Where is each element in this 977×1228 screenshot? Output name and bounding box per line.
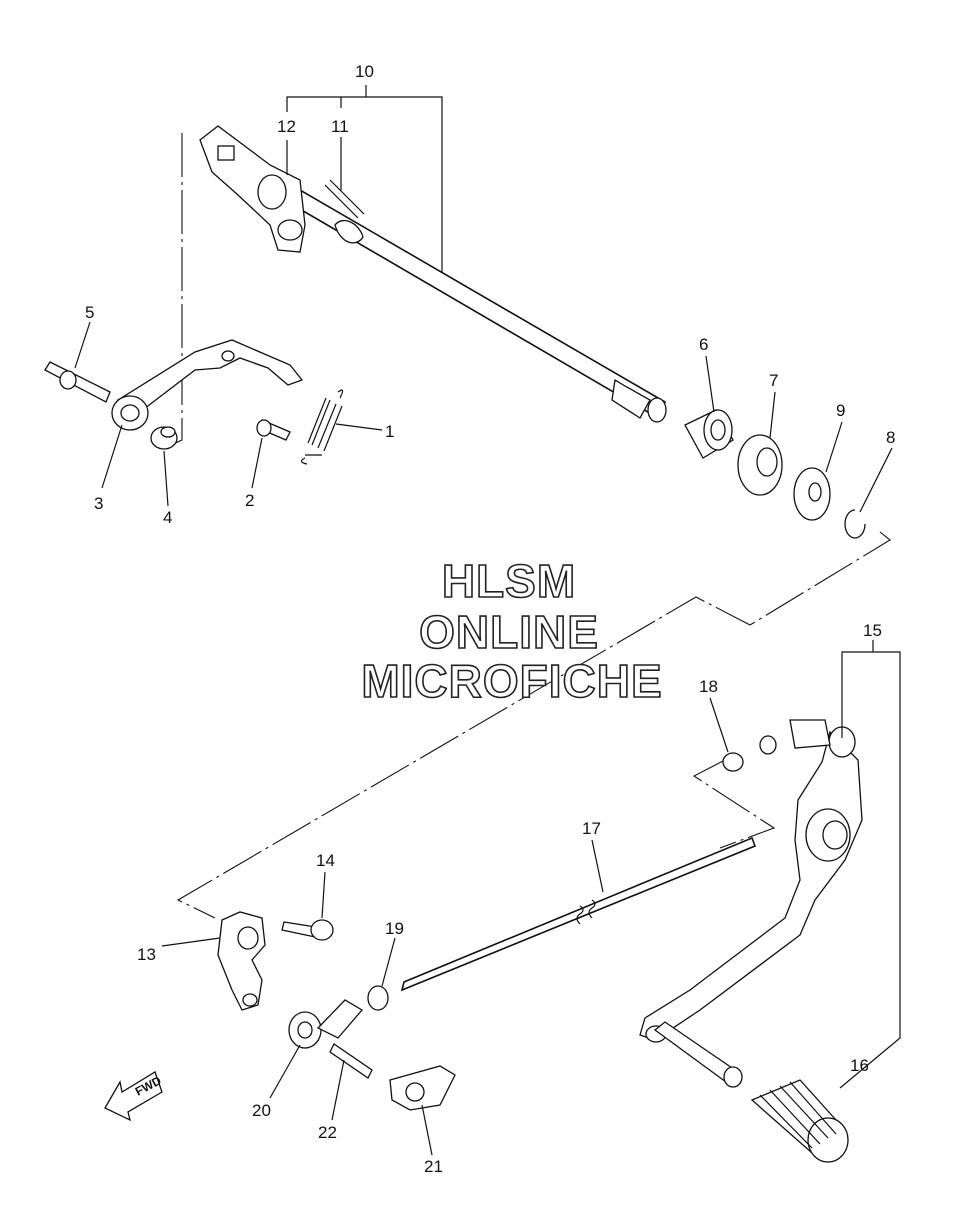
seal-stack [684,409,866,539]
pedal-rubber [750,1079,849,1163]
shift-rod [400,836,757,992]
callout-13: 13 [137,945,156,964]
callout-7: 7 [769,371,778,390]
callout-21: 21 [424,1157,443,1176]
callout-12: 12 [277,117,296,136]
leader-lines [74,85,901,1156]
callout-3: 3 [94,494,103,513]
callout-5: 5 [85,303,94,322]
fwd-arrow-icon: FWD [104,1071,164,1122]
callout-10: 10 [355,62,374,81]
callout-20: 20 [252,1101,271,1120]
callout-9: 9 [836,401,845,420]
callout-6: 6 [699,335,708,354]
shift-shaft [199,125,667,423]
shift-arm [44,339,304,431]
callout-14: 14 [316,851,335,870]
callout-2: 2 [245,491,254,510]
watermark-line3: MICROFICHE [361,655,662,707]
callout-19: 19 [385,919,404,938]
callout-15: 15 [863,621,882,640]
watermark-line1: HLSM [442,555,576,607]
callout-16: 16 [850,1056,869,1075]
watermark: HLSM ONLINE MICROFICHE [361,554,663,708]
callout-labels: 10 12 11 5 6 7 9 8 1 2 3 4 15 18 17 14 1… [85,62,895,1176]
callout-1: 1 [385,422,394,441]
small-parts-upper [150,389,344,465]
callout-11: 11 [331,117,349,136]
reference-lines [164,133,891,919]
lower-arm [217,911,456,1111]
callout-17: 17 [582,819,601,838]
watermark-line2: ONLINE [419,606,599,658]
callout-22: 22 [318,1123,337,1142]
callout-8: 8 [886,428,895,447]
shift-pedal [639,719,863,1088]
callout-18: 18 [699,677,718,696]
callout-4: 4 [163,508,172,527]
